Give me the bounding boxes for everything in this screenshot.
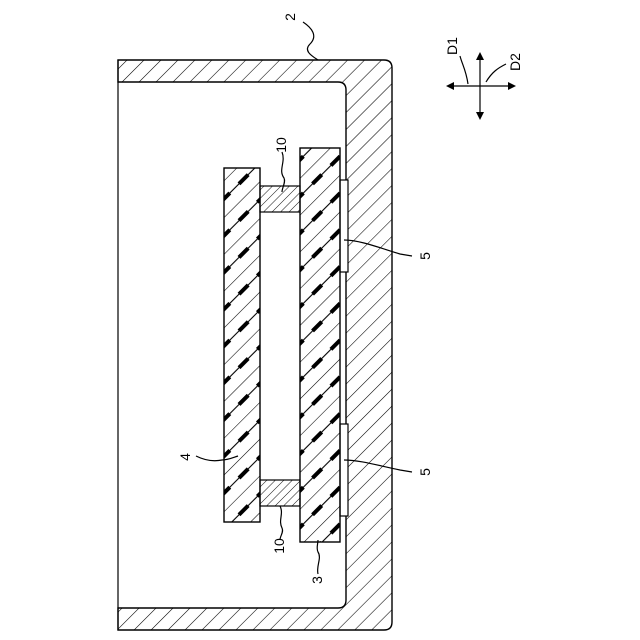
label-d2: D2	[507, 53, 523, 71]
direction-indicator: D1 D2	[444, 37, 523, 120]
label-housing: 2	[282, 13, 298, 21]
spacer-lower	[260, 480, 300, 506]
label-spacer-upper: 10	[273, 137, 289, 153]
arrow-up-icon	[476, 52, 484, 60]
spacer-upper	[260, 186, 300, 212]
arrow-left-icon	[446, 82, 454, 90]
label-d1: D1	[444, 37, 460, 55]
label-board-upper: 3	[309, 576, 325, 584]
leader-d1	[460, 56, 468, 84]
leader-d2	[486, 64, 506, 82]
label-spacer-lower: 10	[271, 538, 287, 554]
arrow-down-icon	[476, 112, 484, 120]
label-board-lower: 4	[177, 453, 193, 461]
contact-upper	[340, 180, 348, 272]
leader-housing	[303, 22, 318, 60]
label-contact-upper: 5	[417, 252, 433, 260]
contact-lower	[340, 424, 348, 516]
board-upper-plate	[300, 148, 340, 542]
arrow-right-icon	[508, 82, 516, 90]
board-lower-plate	[224, 168, 260, 522]
leader-spacer-lower	[280, 506, 283, 540]
label-contact-lower: 5	[417, 468, 433, 476]
leader-board-upper	[317, 540, 319, 574]
